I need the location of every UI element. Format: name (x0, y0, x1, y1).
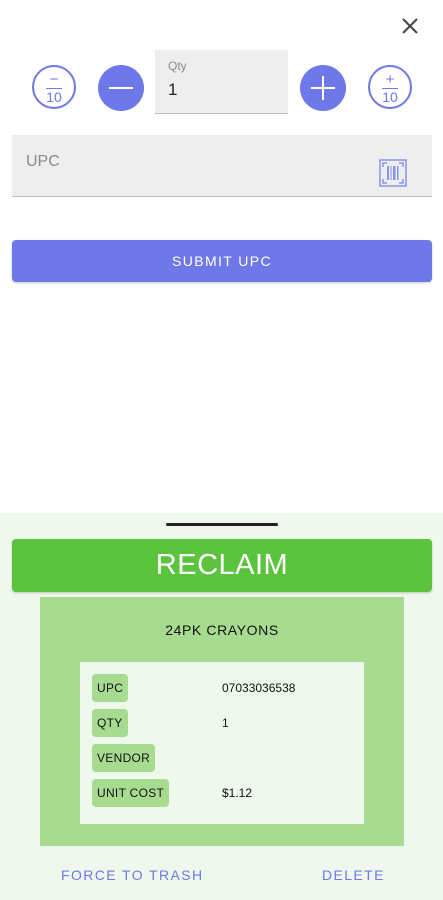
quantity-value: 1 (168, 80, 178, 99)
detail-row-upc: UPC 07033036538 (92, 674, 364, 702)
detail-value: 07033036538 (222, 681, 296, 695)
minus-icon (109, 87, 133, 89)
detail-row-vendor: VENDOR (92, 744, 364, 772)
barcode-icon (379, 159, 407, 187)
decrement-button[interactable] (98, 65, 144, 111)
minus-ten-button[interactable]: − 10 (32, 65, 76, 109)
quantity-field[interactable]: Qty 1 (155, 50, 288, 114)
sheet-drag-handle[interactable] (166, 523, 278, 526)
item-name: 24PK CRAYONS (165, 622, 279, 638)
plus-ten-sign: + (385, 70, 395, 88)
item-card: 24PK CRAYONS UPC 07033036538 QTY 1 VENDO… (40, 597, 404, 846)
detail-value: $1.12 (222, 786, 253, 800)
close-icon (402, 18, 418, 34)
force-to-trash-button[interactable]: FORCE TO TRASH (61, 867, 204, 883)
detail-key: VENDOR (92, 744, 156, 772)
submit-upc-button[interactable]: SUBMIT UPC (12, 240, 432, 282)
barcode-scan-button[interactable] (379, 159, 407, 187)
minus-ten-sign: − (49, 70, 59, 88)
close-button[interactable] (396, 12, 424, 40)
item-details-panel: UPC 07033036538 QTY 1 VENDOR UNIT COST $… (80, 662, 364, 824)
detail-row-qty: QTY 1 (92, 709, 364, 737)
minus-ten-number: 10 (46, 87, 62, 105)
detail-key: UPC (92, 674, 129, 702)
detail-value: 1 (222, 716, 229, 730)
detail-row-unit-cost: UNIT COST $1.12 (92, 779, 364, 807)
reclaim-status-button[interactable]: RECLAIM (12, 539, 432, 592)
quantity-label: Qty (168, 59, 187, 73)
plus-ten-number: 10 (382, 87, 398, 105)
detail-key: QTY (92, 709, 128, 737)
result-bottom-sheet: RECLAIM 24PK CRAYONS UPC 07033036538 QTY… (0, 513, 443, 900)
plus-ten-button[interactable]: + 10 (368, 65, 412, 109)
detail-key: UNIT COST (92, 779, 170, 807)
plus-icon (311, 76, 335, 100)
delete-button[interactable]: DELETE (322, 867, 385, 883)
increment-button[interactable] (300, 65, 346, 111)
upc-input[interactable]: UPC (12, 135, 432, 197)
upc-placeholder: UPC (26, 153, 60, 170)
